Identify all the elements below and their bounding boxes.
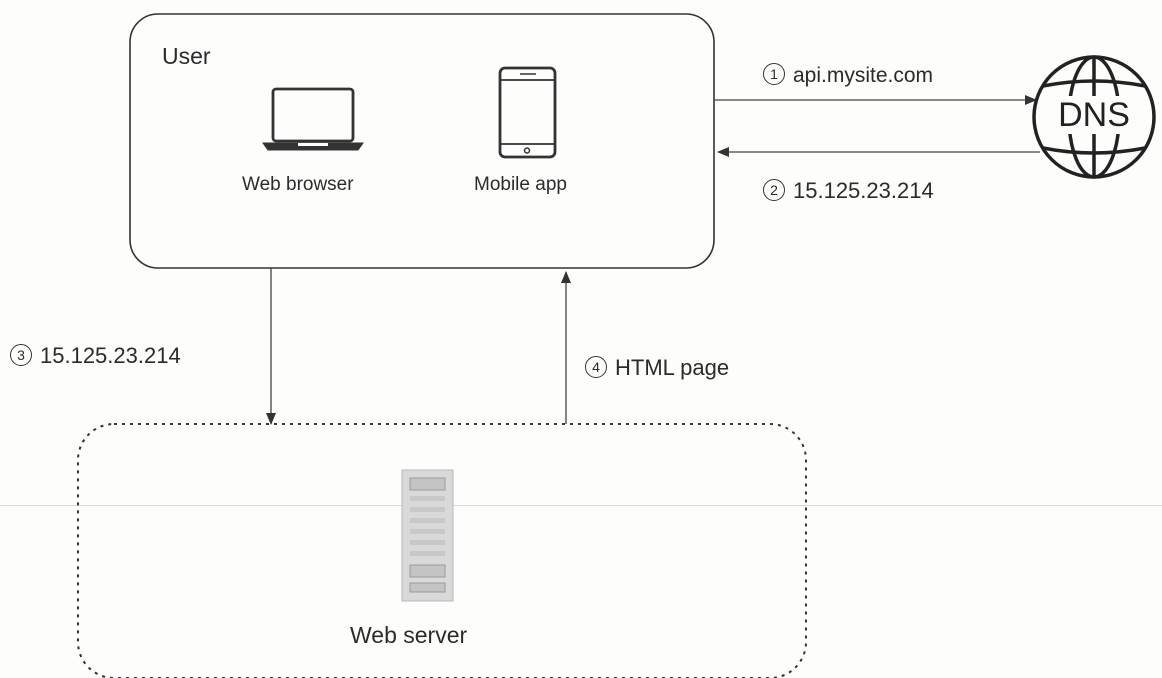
web-server-box xyxy=(77,423,807,678)
background-rule-line xyxy=(0,505,1162,506)
step2-label: 2 15.125.23.214 xyxy=(763,178,934,204)
step3-number-badge: 3 xyxy=(10,344,32,367)
step3-label: 3 15.125.23.214 xyxy=(10,343,181,369)
step2-number-badge: 2 xyxy=(763,179,785,202)
step1-number-badge: 1 xyxy=(763,63,785,86)
web-browser-label: Web browser xyxy=(242,174,354,195)
mobile-phone-icon xyxy=(498,66,557,159)
mobile-app-label: Mobile app xyxy=(474,174,567,195)
step4-text: HTML page xyxy=(615,355,730,380)
server-rack-icon xyxy=(401,469,454,602)
step4-label: 4 HTML page xyxy=(585,355,729,381)
step3-text: 15.125.23.214 xyxy=(40,343,181,368)
user-box xyxy=(129,13,715,269)
laptop-icon xyxy=(262,87,364,151)
step4-number-badge: 4 xyxy=(585,356,607,379)
web-server-label: Web server xyxy=(350,622,468,648)
step1-text: api.mysite.com xyxy=(793,64,934,87)
step2-text: 15.125.23.214 xyxy=(793,178,934,203)
step1-label: 1 api.mysite.com xyxy=(763,63,934,88)
dns-label: DNS xyxy=(1043,96,1145,134)
user-box-title: User xyxy=(162,43,211,69)
